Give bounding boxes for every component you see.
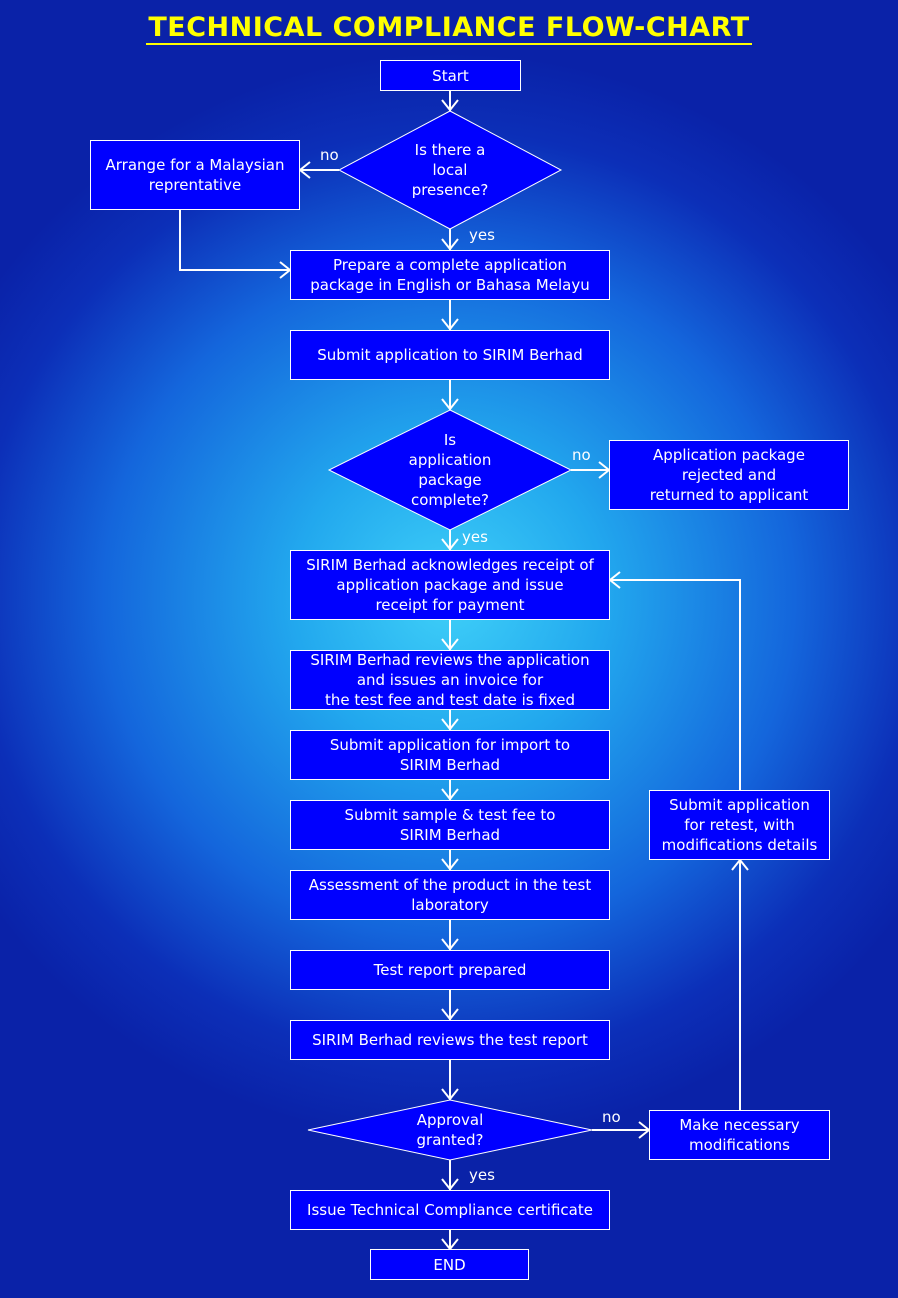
modifications-box: Make necessary modifications	[649, 1110, 830, 1160]
start-box: Start	[380, 60, 521, 91]
prepare-package-box: Prepare a complete application package i…	[290, 250, 610, 300]
review-application-box: SIRIM Berhad reviews the application and…	[290, 650, 610, 710]
test-report-box: Test report prepared	[290, 950, 610, 990]
end-box: END	[370, 1249, 529, 1280]
decision-approval-text: Approval granted?	[416, 1111, 484, 1149]
submit-sample-box: Submit sample & test fee to SIRIM Berhad	[290, 800, 610, 850]
label-no-approval: no	[602, 1108, 621, 1126]
arrange-representative-box: Arrange for a Malaysian reprentative	[90, 140, 300, 210]
label-no-complete: no	[572, 446, 591, 464]
submit-import-box: Submit application for import to SIRIM B…	[290, 730, 610, 780]
chart-title-text: TECHNICAL COMPLIANCE FLOW-CHART	[146, 12, 752, 45]
decision-local-presence-text: Is there a local presence?	[411, 141, 489, 199]
submit-application-box: Submit application to SIRIM Berhad	[290, 330, 610, 380]
acknowledge-receipt-box: SIRIM Berhad acknowledges receipt of app…	[290, 550, 610, 620]
rejected-box: Application package rejected and returne…	[609, 440, 849, 510]
decision-package-complete-text: Is application package complete?	[408, 431, 492, 509]
label-yes-approval: yes	[469, 1166, 495, 1184]
label-no-local: no	[320, 146, 339, 164]
label-yes-complete: yes	[462, 528, 488, 546]
assessment-box: Assessment of the product in the test la…	[290, 870, 610, 920]
issue-certificate-box: Issue Technical Compliance certificate	[290, 1190, 610, 1230]
chart-title: TECHNICAL COMPLIANCE FLOW-CHART	[0, 12, 898, 45]
review-report-box: SIRIM Berhad reviews the test report	[290, 1020, 610, 1060]
label-yes-local: yes	[469, 226, 495, 244]
retest-box: Submit application for retest, with modi…	[649, 790, 830, 860]
